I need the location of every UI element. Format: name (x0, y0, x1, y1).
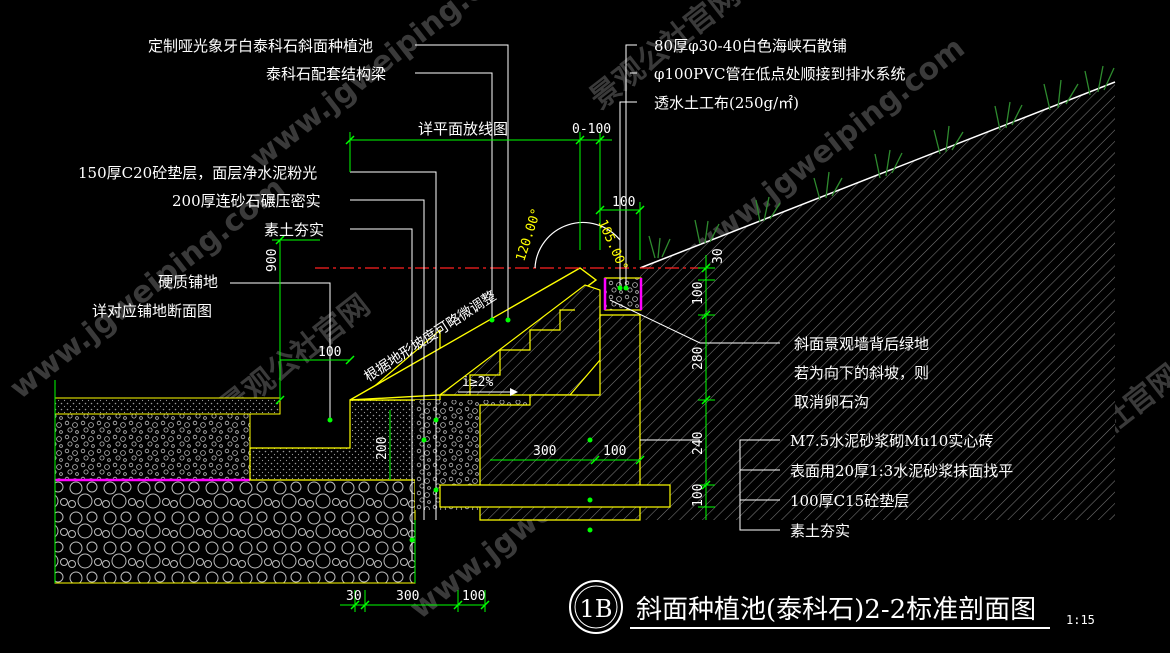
label-paving-detail-ref: 详对应铺地断面图 (92, 302, 212, 320)
retaining-brick (479, 314, 641, 521)
label-pvc-pipe: φ100PVC管在低点处顺接到排水系统 (654, 65, 906, 83)
c15-cushion (439, 484, 671, 508)
dim-240: 240 (691, 432, 706, 455)
dim-280: 280 (691, 347, 706, 370)
dim-0-100: 0-100 (572, 122, 611, 137)
ground-slope-line (639, 81, 1116, 269)
paving-surface (54, 397, 281, 415)
compacted-gravel (54, 479, 416, 584)
label-back-greenery: 斜面景观墙背后绿地 (794, 335, 929, 353)
title-block: 1B 斜面种植池(泰科石)2-2标准剖面图 1:15 (569, 580, 1095, 634)
c20-cushion-layer (54, 413, 251, 481)
dim-200: 200 (375, 437, 390, 460)
dim-100-mid: 100 (603, 444, 626, 459)
label-downward-slope: 若为向下的斜坡，则 (794, 364, 929, 382)
label-white-pebbles: 80厚φ30-40白色海峡石散铺 (654, 37, 847, 55)
dim-100-top: 100 (612, 195, 635, 210)
watermark-domain: www.jgweiping.com (243, 0, 531, 176)
label-hard-paving: 硬质铺地 (158, 273, 218, 291)
label-rammed-earth-right: 素土夯实 (790, 522, 850, 540)
label-rammed-earth-left: 素土夯实 (264, 221, 324, 239)
earth-slope (640, 82, 1115, 520)
dim-100-bottom: 100 (462, 589, 485, 604)
label-gravel-layer: 200厚连砂石碾压密实 (172, 192, 321, 210)
dim-30-right: 30 (711, 248, 726, 264)
drawing-scale: 1:15 (1066, 613, 1095, 627)
label-tyco-beam: 泰科石配套结构梁 (266, 65, 386, 83)
label-tyco-slope-planter: 定制哑光象牙白泰科石斜面种植池 (148, 37, 373, 55)
title-badge: 1B (580, 595, 613, 623)
dim-100-left: 100 (318, 345, 341, 360)
dimension-lines (54, 132, 715, 612)
dim-900: 900 (265, 249, 280, 272)
label-gradient: i≥2% (462, 375, 493, 390)
drawing-title: 斜面种植池(泰科石)2-2标准剖面图 (636, 595, 1036, 625)
label-geotextile: 透水土工布(250g/㎡) (654, 94, 799, 112)
title-badge-circle (569, 580, 623, 634)
dim-100-right-low: 100 (691, 484, 706, 507)
angle-arc (534, 221, 621, 269)
label-c20-cushion: 150厚C20砼垫层，面层净水泥粉光 (78, 164, 317, 182)
angle-120: 120.00° (514, 206, 545, 263)
label-brick-mortar: M7.5水泥砂浆砌Mu10实心砖 (790, 432, 993, 450)
label-c15-cushion: 100厚C15砼垫层 (790, 492, 909, 510)
label-cancel-trench: 取消卵石沟 (794, 393, 869, 411)
leader-nodes (327, 285, 629, 543)
gradient-arrowhead (510, 388, 518, 396)
dim-300-bottom: 300 (396, 589, 419, 604)
dimension-ticks (275, 135, 711, 610)
dim-30-bottom: 30 (346, 589, 362, 604)
leader-lines (230, 44, 780, 560)
label-mortar-render: 表面用20厚1:3水泥砂浆抹面找平 (790, 462, 1013, 480)
grass (648, 65, 1115, 259)
label-plan-reference: 详平面放线图 (418, 120, 508, 138)
pebble-trench (604, 277, 642, 311)
dim-300-mid: 300 (533, 444, 556, 459)
stair-profile (440, 309, 575, 396)
title-badge-inner (574, 585, 618, 629)
dim-100-right: 100 (691, 282, 706, 305)
